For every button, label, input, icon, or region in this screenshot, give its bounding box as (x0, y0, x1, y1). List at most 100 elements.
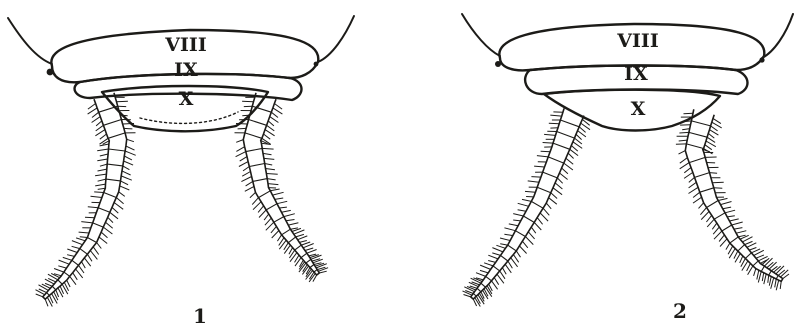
cercus-segment-ring (301, 253, 307, 257)
cercus-bristle (100, 164, 107, 166)
cercus-bristle (725, 210, 735, 213)
cercus-segment-ring (108, 133, 125, 138)
cercus-bristle (264, 134, 271, 139)
cercus-bristle (84, 258, 90, 266)
cercus-bristle (534, 222, 541, 230)
spiracle-dot (314, 62, 319, 67)
cercus-bristle (88, 207, 98, 208)
cercus-bristle (67, 249, 77, 253)
cercus-bristle (757, 270, 759, 279)
cercus-bristle (500, 271, 505, 279)
cercus-bristle (764, 274, 766, 284)
cercus-bristle (693, 197, 702, 203)
cercus-bristle (726, 243, 730, 250)
cercus-segment-ring (560, 120, 579, 127)
cercus-bristle (720, 239, 727, 247)
cercus-bristle (555, 183, 562, 189)
cercus-left-1 (36, 93, 136, 307)
cercus-bristle (106, 222, 113, 228)
cercus-bristle (272, 231, 279, 239)
cercus-bristle (125, 151, 136, 155)
cercus-bristle (476, 273, 486, 277)
cercus-bristle (124, 156, 132, 160)
cercus-bristle (679, 140, 688, 141)
cercus-bristle (719, 235, 724, 242)
cercus-bristle (494, 278, 499, 285)
spiracle-dot (759, 57, 764, 62)
cercus-bristle (525, 237, 533, 245)
cercus-bristle (534, 166, 544, 167)
cercus-bristle (693, 192, 700, 197)
cercus-segment-ring (515, 231, 525, 237)
cercus-segment-ring (266, 204, 277, 210)
cercus-bristle (94, 192, 104, 193)
cercus-bristle (513, 220, 521, 221)
figure-1: VIII IX X 1 (8, 16, 354, 328)
cercus-bristle (266, 169, 275, 170)
cercus-bristle (721, 202, 732, 205)
cercus-segment-ring (714, 213, 725, 219)
cercus-bristle (236, 152, 246, 157)
cercus-segment-ring (245, 133, 262, 138)
cercus-segment-ring (80, 249, 88, 255)
cercus-bristle (775, 279, 777, 287)
cercus-bristle (571, 146, 578, 152)
cercus-bristle (747, 263, 751, 271)
cercus-bristle (88, 104, 96, 110)
cercus-bristle (711, 126, 718, 131)
right-body-outline (762, 14, 793, 58)
right-body-outline (318, 16, 354, 62)
cercus-bristle (749, 248, 756, 251)
cercus-segment-ring (523, 216, 534, 222)
cercus-bristle (513, 255, 518, 263)
cercus-bristle (265, 218, 271, 225)
cercus-bristle (713, 227, 719, 234)
cercus-bristle (296, 234, 304, 237)
cercus-bristle (242, 172, 250, 177)
cercus-bristle (270, 117, 279, 123)
cercus-bristle (258, 206, 264, 213)
cercus-bristle (67, 280, 70, 287)
cercus-segment-ring (689, 132, 707, 137)
cercus-segment-ring (689, 157, 705, 162)
cercus-bristle (263, 153, 272, 154)
segment-label-x: X (179, 88, 194, 110)
cercus-segment-ring (493, 266, 500, 271)
cercus-outline (43, 93, 127, 299)
cercus-segment-ring (253, 179, 267, 182)
cercus-bristle (54, 269, 64, 273)
cercus-segment-ring (98, 208, 110, 213)
cercus-bristle (76, 238, 85, 241)
cercus-bristle (537, 218, 542, 225)
spiracle-dot (47, 69, 54, 76)
cercus-bristle (271, 226, 277, 233)
cercus-bristle (509, 224, 518, 226)
cercus-bristle (579, 127, 585, 133)
cercus-bristle (689, 187, 699, 193)
cercus-bristle (73, 273, 78, 280)
cercus-bristle (762, 273, 763, 281)
cercus-bristle (484, 263, 493, 266)
cercus-segment-ring (553, 143, 570, 149)
cercus-bristle (723, 207, 731, 209)
cercus-bristle (98, 179, 106, 181)
cercus-outline (471, 108, 584, 299)
cercus-left-2 (463, 108, 591, 306)
cercus-bristle (121, 181, 129, 185)
cercus-bristle (541, 151, 551, 152)
cercus-bristle (718, 198, 727, 200)
cercus-bristle (758, 272, 761, 283)
cercus-bristle (740, 256, 743, 263)
segment-label-viii: VIII (164, 34, 207, 56)
cercus-bristle (550, 115, 561, 116)
cercus-bristle (252, 198, 258, 205)
cercus-bristle (82, 262, 86, 269)
cercus-bristle (496, 245, 505, 248)
cercus-segment-ring (106, 179, 121, 181)
cercus-bristle (751, 249, 760, 253)
cercus-segment-ring (103, 120, 121, 126)
cercus-segment-ring (769, 271, 772, 275)
cercus-segment-ring (753, 261, 758, 266)
cercus-bristle (488, 255, 498, 259)
